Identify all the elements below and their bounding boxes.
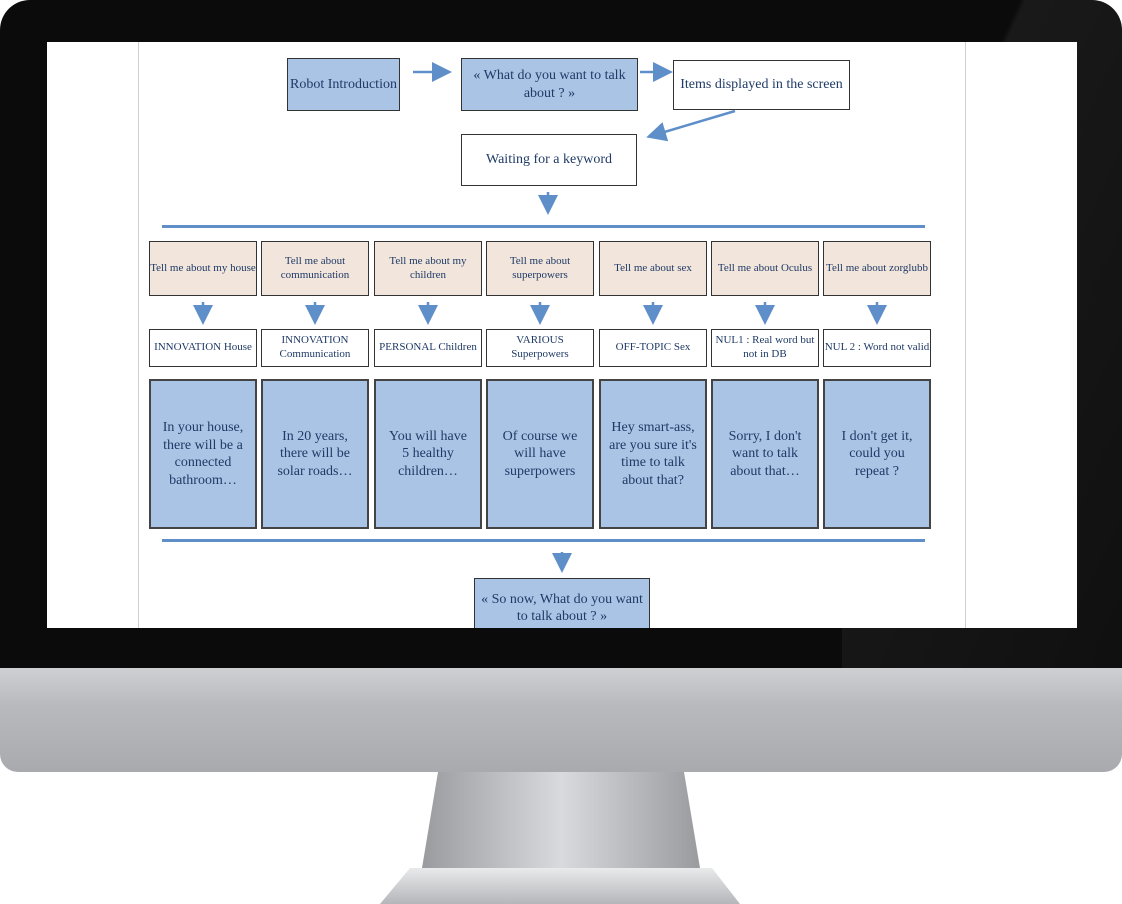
branch-category-text: OFF-TOPIC Sex xyxy=(615,341,691,354)
branch-response-text: Of course we will have superpowers xyxy=(502,428,578,479)
branch-category-box: INNOVATION Communication xyxy=(261,329,369,367)
branch-category-text: VARIOUS Superpowers xyxy=(511,334,569,360)
flow-arrows xyxy=(193,62,887,573)
branch-prompt-text: Tell me about Oculus xyxy=(717,261,813,274)
branch-response-box: You will have 5 healthy children… xyxy=(374,379,482,529)
arrow-display-to-waiting xyxy=(646,109,736,142)
branch-response-text: In your house, there will be a connected… xyxy=(162,420,244,488)
waiting-keyword-box: Waiting for a keyword xyxy=(461,134,637,186)
branch-response-box: Of course we will have superpowers xyxy=(486,379,594,529)
branch-prompt-box: Tell me about zorglubb xyxy=(823,241,931,296)
question-box: « What do you want to talk about ? » xyxy=(461,58,638,111)
branch-category-text: NUL 2 : Word not valid xyxy=(824,341,930,354)
branch-prompt-box: Tell me about my house xyxy=(149,241,257,296)
branch-prompt-text: Tell me about my children xyxy=(389,254,467,281)
branch-response-box: Hey smart-ass, are you sure it's time to… xyxy=(599,379,707,529)
items-displayed-text: Items displayed in the screen xyxy=(680,77,843,93)
branch-prompt-text: Tell me about communication xyxy=(280,254,350,281)
branch-response-box: I don't get it, could you repeat ? xyxy=(823,379,931,529)
final-question-box: « So now, What do you want to talk about… xyxy=(474,578,650,628)
branch-prompt-box: Tell me about my children xyxy=(374,241,482,296)
branch-category-box: OFF-TOPIC Sex xyxy=(599,329,707,367)
branch-response-box: Sorry, I don't want to talk about that… xyxy=(711,379,819,529)
branch-category-box: PERSONAL Children xyxy=(374,329,482,367)
robot-introduction-box: Robot Introduction xyxy=(287,58,400,111)
branch-prompt-box: Tell me about communication xyxy=(261,241,369,296)
branch-category-box: NUL1 : Real word but not in DB xyxy=(711,329,819,367)
branch-response-text: Sorry, I don't want to talk about that… xyxy=(728,428,802,479)
branch-prompt-text: Tell me about zorglubb xyxy=(826,261,928,274)
monitor-screen: Robot Introduction « What do you want to… xyxy=(47,42,1077,628)
branch-response-text: Hey smart-ass, are you sure it's time to… xyxy=(609,420,697,488)
branch-prompt-box: Tell me about Oculus xyxy=(711,241,819,296)
monitor-chin xyxy=(0,668,1122,772)
items-displayed-box: Items displayed in the screen xyxy=(673,60,850,110)
branch-merge-bar xyxy=(162,539,925,542)
page-margin-right xyxy=(965,42,966,628)
question-text: « What do you want to talk about ? » xyxy=(473,68,626,101)
branch-response-text: You will have 5 healthy children… xyxy=(389,428,467,479)
branch-response-text: I don't get it, could you repeat ? xyxy=(841,428,913,479)
monitor-stand xyxy=(380,772,740,904)
branch-response-box: In your house, there will be a connected… xyxy=(149,379,257,529)
branch-category-text: NUL1 : Real word but not in DB xyxy=(715,334,815,360)
branch-category-text: PERSONAL Children xyxy=(379,341,477,354)
branch-prompt-text: Tell me about superpowers xyxy=(509,254,571,281)
branch-prompt-text: Tell me about sex xyxy=(614,261,692,274)
branch-category-text: INNOVATION Communication xyxy=(279,334,351,360)
branch-response-text: In 20 years, there will be solar roads… xyxy=(277,428,353,479)
branch-response-box: In 20 years, there will be solar roads… xyxy=(261,379,369,529)
branch-category-text: INNOVATION House xyxy=(154,341,252,354)
robot-introduction-text: Robot Introduction xyxy=(290,76,397,92)
stand-neck xyxy=(422,772,700,868)
branch-category-box: NUL 2 : Word not valid xyxy=(823,329,931,367)
branch-prompt-text: Tell me about my house xyxy=(150,261,256,274)
page-margin-left xyxy=(138,42,139,628)
branch-category-box: VARIOUS Superpowers xyxy=(486,329,594,367)
stand-base xyxy=(380,868,740,904)
branch-prompt-box: Tell me about superpowers xyxy=(486,241,594,296)
final-question-text: « So now, What do you want to talk about… xyxy=(481,591,643,625)
branch-category-box: INNOVATION House xyxy=(149,329,257,367)
branch-prompt-box: Tell me about sex xyxy=(599,241,707,296)
waiting-keyword-text: Waiting for a keyword xyxy=(486,152,612,168)
branch-split-bar xyxy=(162,225,925,228)
